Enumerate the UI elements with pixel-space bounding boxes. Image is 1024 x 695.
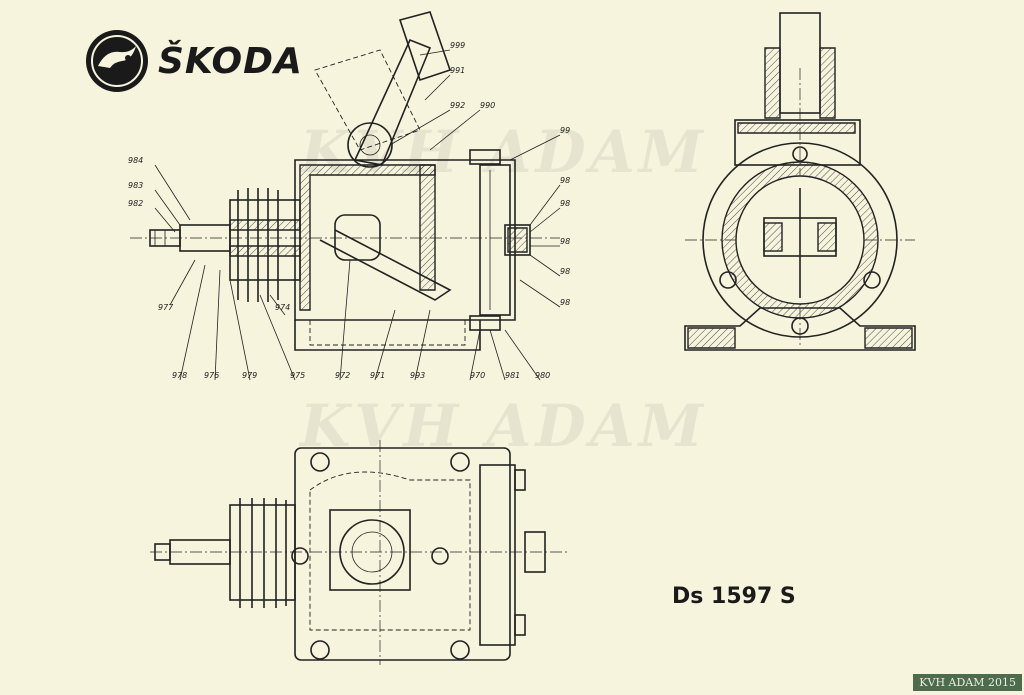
brand-block: ŠKODA: [84, 28, 303, 94]
part-label: 977: [158, 303, 174, 312]
part-label: 974: [275, 303, 290, 312]
plan-view: [150, 440, 570, 665]
part-label: 991: [450, 66, 465, 75]
watermark-stamp: KVH ADAM 2015: [913, 674, 1022, 691]
part-label: 987: [560, 237, 570, 246]
part-label: 992: [450, 101, 465, 110]
part-label: 988: [560, 176, 570, 185]
part-label: 979: [242, 371, 257, 380]
part-label: 975: [290, 371, 305, 380]
part-label: 983: [128, 181, 143, 190]
part-label: 978: [172, 371, 187, 380]
part-label: 986: [560, 298, 570, 307]
brand-name: ŠKODA: [158, 40, 303, 82]
part-label: 981: [505, 371, 520, 380]
part-label: 976: [204, 371, 219, 380]
part-label: 985: [560, 267, 570, 276]
part-label: 971: [370, 371, 385, 380]
part-label: 994: [560, 126, 570, 135]
part-label: 993: [410, 371, 425, 380]
part-label: 999: [450, 41, 465, 50]
front-section-view: [684, 12, 916, 351]
part-label: 972: [335, 371, 350, 380]
part-label: 982: [128, 199, 143, 208]
part-label: 984: [128, 156, 143, 165]
part-label: 970: [470, 371, 485, 380]
side-section-view: 999 991 992 990 994 984 983 982 988 989 …: [128, 11, 570, 381]
skoda-logo-icon: [86, 30, 148, 92]
part-label: 989: [560, 199, 570, 208]
document-code: Ds 1597 S: [672, 584, 796, 609]
part-label: 980: [535, 371, 550, 380]
part-label: 990: [480, 101, 495, 110]
